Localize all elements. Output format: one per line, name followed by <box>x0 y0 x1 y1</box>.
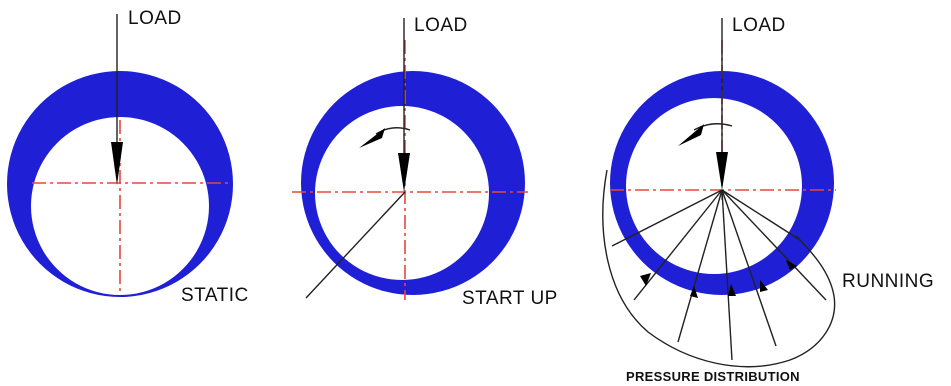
load-arrowhead-static <box>111 142 123 185</box>
load-label-start-up: LOAD <box>414 15 468 36</box>
static-label: STATIC <box>181 285 249 306</box>
load-arrowhead-running <box>716 152 728 190</box>
pressure-ray <box>633 189 723 301</box>
pressure-ray <box>721 189 777 347</box>
load-arrowhead-start-up <box>398 153 410 192</box>
pressure-ray <box>721 189 827 301</box>
contact-line-start-up <box>305 191 406 299</box>
running-panel: LOAD RUNNING PRESSURE DISTRIBUTION <box>602 15 934 384</box>
load-label-running: LOAD <box>732 15 786 36</box>
pressure-arrowhead <box>760 280 768 292</box>
pressure-ray <box>611 189 723 247</box>
pressure-arrowheads <box>640 260 797 298</box>
bearing-static <box>7 71 234 298</box>
pressure-rays <box>611 189 827 361</box>
static-panel: LOAD STATIC <box>7 8 249 306</box>
load-label-static: LOAD <box>128 8 182 29</box>
running-label: RUNNING <box>842 271 934 292</box>
pressure-ray <box>677 189 723 343</box>
rotation-arrowhead-start-up <box>359 128 385 148</box>
pressure-arrowhead <box>640 273 651 286</box>
rotation-arc-running <box>693 123 733 131</box>
pressure-arrowhead <box>786 260 797 270</box>
rotation-arc-start-up <box>375 127 411 135</box>
start-up-label: START UP <box>462 288 558 309</box>
bearing-start-up <box>301 71 526 295</box>
pressure-arrowhead <box>728 284 736 296</box>
pressure-arrowhead <box>690 286 698 298</box>
pressure-ray <box>721 189 801 241</box>
pressure-envelope <box>602 169 836 368</box>
pressure-ray <box>721 189 733 361</box>
pressure-distribution-label: PRESSURE DISTRIBUTION <box>626 369 800 384</box>
start-up-panel: LOAD START UP <box>292 15 558 309</box>
rotation-arrowhead-running <box>678 124 704 146</box>
